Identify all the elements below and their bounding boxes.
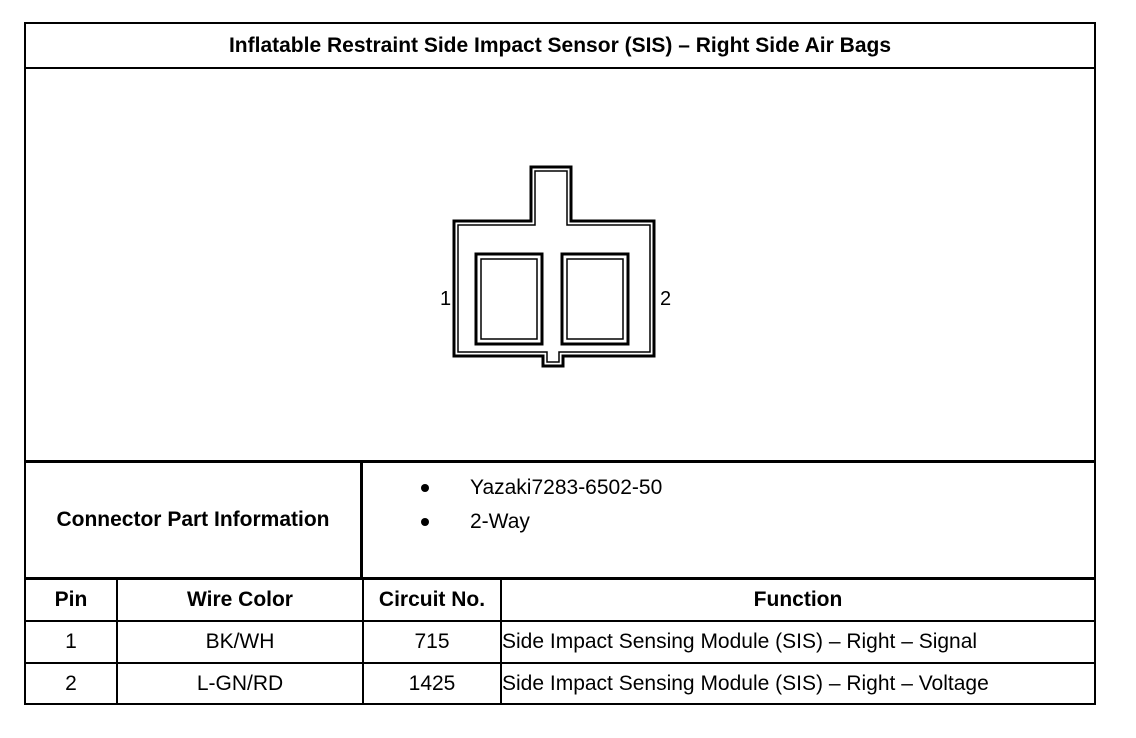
- connector-info-list: Yazaki7283-6502-50 2-Way: [363, 463, 1094, 577]
- pin-label-1: 1: [440, 288, 451, 310]
- header-function: Function: [500, 580, 1094, 622]
- cell-circuit: 715: [362, 620, 502, 664]
- bullet-icon: [421, 518, 429, 526]
- connector-info-section: Connector Part Information Yazaki7283-65…: [26, 463, 1094, 580]
- table-row: 2 L-GN/RD 1425 Side Impact Sensing Modul…: [26, 662, 1094, 704]
- connector-sheet: Inflatable Restraint Side Impact Sensor …: [24, 22, 1096, 705]
- connector-part-number: Yazaki7283-6502-50: [470, 476, 663, 499]
- header-circuit: Circuit No.: [362, 580, 502, 622]
- pin-table: Pin Wire Color Circuit No. Function 1 BK…: [26, 580, 1094, 704]
- cell-wire-color: BK/WH: [116, 620, 364, 664]
- cell-wire-color: L-GN/RD: [116, 662, 364, 704]
- pin-cavity-1: [474, 252, 544, 346]
- connector-way-count: 2-Way: [470, 510, 530, 533]
- cell-circuit: 1425: [362, 662, 502, 704]
- cell-pin: 1: [26, 620, 118, 664]
- table-row: 1 BK/WH 715 Side Impact Sensing Module (…: [26, 620, 1094, 664]
- cell-function: Side Impact Sensing Module (SIS) – Right…: [500, 620, 1094, 664]
- page-title: Inflatable Restraint Side Impact Sensor …: [26, 24, 1094, 69]
- cell-function: Side Impact Sensing Module (SIS) – Right…: [500, 662, 1094, 704]
- cell-pin: 2: [26, 662, 118, 704]
- connector-housing: [452, 165, 656, 368]
- header-wire-color: Wire Color: [116, 580, 364, 622]
- connector-diagram: 1 2: [26, 69, 1094, 463]
- header-pin: Pin: [26, 580, 118, 622]
- connector-info-label: Connector Part Information: [26, 463, 363, 577]
- pin-label-2: 2: [660, 288, 671, 310]
- pin-cavity-2: [560, 252, 630, 346]
- pin-cavity-2-inner: [566, 258, 624, 340]
- pin-table-header: Pin Wire Color Circuit No. Function: [26, 580, 1094, 622]
- bullet-icon: [421, 484, 429, 492]
- pin-cavity-1-inner: [480, 258, 538, 340]
- connector-housing-inner: [457, 170, 651, 363]
- connector-face-drawing: 1 2: [440, 165, 671, 368]
